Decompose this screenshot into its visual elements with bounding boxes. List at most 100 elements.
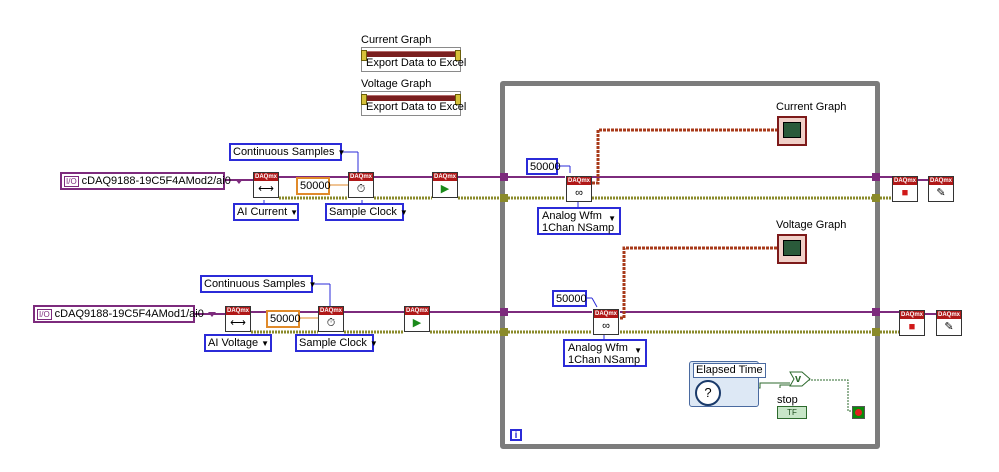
- export-data-to-excel-label: Export Data to Excel: [366, 101, 467, 113]
- read-mode-line1: Analog Wfm: [542, 210, 602, 222]
- chevron-down-icon: ▼: [261, 339, 270, 348]
- clear-task-vi[interactable]: DAQmx ✎: [936, 310, 962, 336]
- read-glasses-icon: ∞: [602, 319, 610, 332]
- timing-source-value: Sample Clock: [329, 206, 397, 218]
- export-bar-icon: [361, 50, 461, 61]
- channel-name: cDAQ9188-19C5F4AMod2/ai0: [81, 175, 231, 187]
- start-task-vi[interactable]: DAQmx ▶: [432, 172, 458, 198]
- clear-task-vi[interactable]: DAQmx ✎: [928, 176, 954, 202]
- export-bar-icon: [361, 94, 461, 105]
- daqmx-header: DAQmx: [937, 311, 961, 319]
- or-function: v: [795, 373, 802, 385]
- chevron-down-icon: ▼: [337, 148, 346, 157]
- while-loop[interactable]: [500, 81, 880, 449]
- chevron-down-icon: ▼: [608, 214, 616, 223]
- task-tunnel: [500, 308, 508, 316]
- read-mode-ring[interactable]: Analog Wfm 1Chan NSamp ▼: [537, 207, 621, 235]
- voltage-graph-terminal[interactable]: [777, 234, 807, 264]
- chevron-down-icon: ▼: [290, 208, 299, 217]
- physical-channel-constant[interactable]: I/O cDAQ9188-19C5F4AMod1/ai0: [33, 305, 216, 323]
- error-tunnel: [500, 194, 508, 202]
- read-vi[interactable]: DAQmx ∞: [593, 309, 619, 335]
- clock-icon: ⏱: [356, 182, 366, 195]
- samples-per-channel-constant[interactable]: 50000: [526, 158, 561, 175]
- stopwatch-icon: ?: [695, 380, 721, 406]
- daqmx-header: DAQmx: [567, 177, 591, 185]
- elapsed-time-label: Elapsed Time: [693, 363, 766, 378]
- chevron-down-icon: [234, 178, 243, 184]
- error-tunnel: [872, 328, 880, 336]
- current-graph-export-title: Current Graph: [361, 34, 432, 46]
- read-glasses-icon: ∞: [575, 186, 583, 199]
- daqmx-header: DAQmx: [349, 173, 373, 181]
- chevron-down-icon: ▼: [634, 346, 642, 355]
- timing-source-ring[interactable]: Sample Clock▼: [295, 334, 378, 352]
- read-vi[interactable]: DAQmx ∞: [566, 176, 592, 202]
- measurement-value: AI Voltage: [208, 337, 259, 349]
- stop-square-icon: ■: [908, 320, 916, 333]
- sample-mode-value: Continuous Samples: [233, 146, 335, 158]
- stop-task-vi[interactable]: DAQmx ■: [892, 176, 918, 202]
- stop-square-icon: ■: [901, 186, 909, 199]
- timing-source-value: Sample Clock: [299, 337, 367, 349]
- physical-channel-constant[interactable]: I/O cDAQ9188-19C5F4AMod2/ai0: [60, 172, 243, 190]
- current-graph-terminal[interactable]: [777, 116, 807, 146]
- timing-vi[interactable]: DAQmx ⏱: [348, 172, 374, 198]
- clock-icon: ⏱: [326, 316, 336, 329]
- chevron-down-icon: ▼: [308, 280, 317, 289]
- task-tunnel: [872, 173, 880, 181]
- create-channel-icon: ⟷: [230, 316, 246, 329]
- current-graph-label: Current Graph: [776, 101, 847, 113]
- iteration-terminal: i: [510, 429, 522, 441]
- daqmx-header: DAQmx: [254, 173, 278, 181]
- daqmx-header: DAQmx: [594, 310, 618, 318]
- voltage-graph-export-node[interactable]: Export Data to Excel: [361, 91, 466, 116]
- play-icon: ▶: [412, 316, 422, 329]
- sample-mode-value: Continuous Samples: [204, 278, 306, 290]
- create-channel-vi[interactable]: DAQmx ⟷: [225, 306, 251, 332]
- create-channel-vi[interactable]: DAQmx ⟷: [253, 172, 279, 198]
- stop-label: stop: [777, 394, 798, 406]
- io-icon: I/O: [64, 175, 79, 187]
- voltage-graph-label: Voltage Graph: [776, 219, 847, 231]
- current-graph-export-node[interactable]: Export Data to Excel: [361, 47, 466, 72]
- daqmx-header: DAQmx: [893, 177, 917, 185]
- read-mode-ring[interactable]: Analog Wfm 1Chan NSamp ▼: [563, 339, 647, 367]
- export-data-to-excel-label: Export Data to Excel: [366, 57, 467, 69]
- chevron-down-icon: [207, 311, 216, 317]
- read-mode-line2: 1Chan NSamp: [568, 354, 641, 366]
- start-task-vi[interactable]: DAQmx ▶: [404, 306, 430, 332]
- voltage-graph-export-title: Voltage Graph: [361, 78, 432, 90]
- read-mode-line2: 1Chan NSamp: [542, 222, 615, 234]
- samples-per-channel-constant[interactable]: 50000: [552, 290, 587, 307]
- eraser-icon: ✎: [936, 186, 946, 199]
- daqmx-header: DAQmx: [405, 307, 429, 315]
- read-mode-line1: Analog Wfm: [568, 342, 628, 354]
- timing-source-ring[interactable]: Sample Clock▼: [325, 203, 408, 221]
- daqmx-header: DAQmx: [900, 311, 924, 319]
- graph-icon: [783, 122, 801, 138]
- eraser-icon: ✎: [944, 320, 954, 333]
- loop-condition-stop-icon[interactable]: [852, 406, 865, 419]
- task-tunnel: [872, 308, 880, 316]
- io-icon: I/O: [37, 308, 52, 320]
- daqmx-header: DAQmx: [319, 307, 343, 315]
- create-channel-icon: ⟷: [258, 182, 274, 195]
- task-tunnel: [500, 173, 508, 181]
- measurement-type-ring[interactable]: AI Current▼: [233, 203, 299, 221]
- graph-icon: [783, 240, 801, 256]
- sample-rate-constant[interactable]: 50000: [296, 177, 331, 195]
- play-icon: ▶: [440, 182, 450, 195]
- sample-mode-ring[interactable]: Continuous Samples▼: [200, 275, 316, 293]
- measurement-type-ring[interactable]: AI Voltage▼: [204, 334, 272, 352]
- stop-task-vi[interactable]: DAQmx ■: [899, 310, 925, 336]
- daqmx-header: DAQmx: [433, 173, 457, 181]
- sample-rate-constant[interactable]: 50000: [266, 310, 301, 328]
- channel-name: cDAQ9188-19C5F4AMod1/ai0: [54, 308, 204, 320]
- timing-vi[interactable]: DAQmx ⏱: [318, 306, 344, 332]
- elapsed-time-express-vi[interactable]: Elapsed Time ?: [689, 361, 766, 407]
- daqmx-header: DAQmx: [226, 307, 250, 315]
- sample-mode-ring[interactable]: Continuous Samples▼: [229, 143, 345, 161]
- daqmx-header: DAQmx: [929, 177, 953, 185]
- stop-button-terminal[interactable]: TF: [777, 406, 807, 419]
